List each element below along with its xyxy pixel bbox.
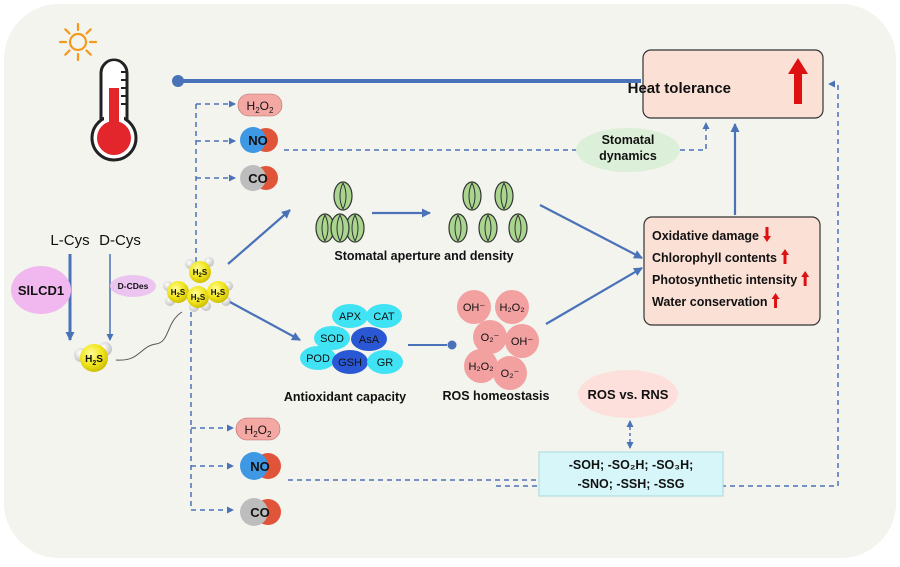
no-molecule-icon: NO: [240, 452, 281, 480]
ros-species-label: O₂⁻: [501, 368, 520, 380]
ros-species: H₂O₂: [495, 290, 529, 324]
effect-label: Photosynthetic intensity: [652, 273, 797, 287]
effect-label: Water conservation: [652, 295, 768, 309]
ros-species: H₂O₂: [464, 349, 498, 383]
l-cys-label: L-Cys: [50, 232, 89, 249]
heat-tolerance-box: Heat tolerance: [628, 49, 824, 119]
co-label-bottom: CO: [250, 505, 270, 520]
effect-label: Oxidative damage: [652, 229, 759, 243]
stoma: [448, 213, 468, 243]
co-molecule-icon: CO: [240, 165, 278, 191]
ros-species: O₂⁻: [473, 320, 507, 354]
dcdes-enzyme: D-CDes: [110, 275, 156, 297]
down-arrow-icon: [763, 227, 771, 242]
h2s-cluster-icon: H2S H2S H2S H2S: [163, 257, 233, 312]
stoma: [494, 181, 514, 211]
co-molecule-icon: CO: [240, 498, 281, 526]
thermometer-icon: [90, 58, 138, 162]
svg-text:H2S: H2S: [191, 293, 206, 304]
d-cys-label: D-Cys: [99, 232, 141, 249]
svg-text:H2O2: H2O2: [245, 423, 272, 439]
enzyme-label: GR: [377, 357, 394, 369]
enzyme-cluster: APX CAT SOD AsA POD GSH GR: [300, 304, 403, 374]
h2s-to-antioxidant-arrow: [229, 301, 301, 341]
ros-to-effects-arrow: [545, 267, 643, 325]
silcd1-enzyme: SlLCD1: [11, 266, 71, 314]
svg-text:H2S: H2S: [85, 354, 103, 367]
h2o2-pill-top: H2O2: [237, 93, 283, 117]
enzyme-sod: SOD: [314, 326, 350, 350]
ros-species-label: H₂O₂: [468, 361, 493, 373]
co-label-top: CO: [248, 171, 268, 186]
connector-curve: [115, 311, 183, 361]
stomata-icon: [315, 181, 365, 243]
effect-label: Chlorophyll contents: [652, 251, 777, 265]
inhibition-line: [172, 75, 641, 87]
stomata-icon: [448, 181, 528, 243]
no-label-bottom: NO: [250, 459, 270, 474]
ros-species-label: H₂O₂: [499, 302, 524, 314]
ptm-line2: -SNO; -SSH; -SSG: [578, 477, 685, 491]
ros-species: OH⁻: [457, 290, 491, 324]
stoma: [345, 213, 365, 243]
enzyme-cat: CAT: [366, 304, 402, 328]
h2s-molecule-icon: H2S: [74, 342, 112, 372]
svg-text:H2S: H2S: [211, 288, 226, 299]
silcd1-label: SlLCD1: [18, 283, 64, 298]
up-arrow-icon: [788, 58, 808, 104]
enzyme-label: CAT: [373, 311, 394, 323]
ros-species-label: OH⁻: [463, 302, 486, 314]
ros-species-label: O₂⁻: [481, 332, 500, 344]
stoma: [333, 181, 353, 211]
enzyme-pod: POD: [300, 346, 336, 370]
no-label-top: NO: [248, 133, 268, 148]
enzyme-label: SOD: [320, 333, 344, 345]
ros-species: OH⁻: [505, 324, 539, 358]
stomata-to-effects-arrow: [539, 204, 643, 259]
enzyme-apx: APX: [332, 304, 368, 328]
stoma: [478, 213, 498, 243]
enzyme-label: AsA: [359, 334, 380, 346]
stoma: [508, 213, 528, 243]
stomatal-dynamics-line2: dynamics: [599, 149, 657, 163]
ros-cluster: OH⁻ H₂O₂ O₂⁻ OH⁻ H₂O₂ O₂⁻: [457, 290, 539, 390]
sun-icon: [58, 22, 98, 62]
heat-tolerance-label: Heat tolerance: [628, 80, 731, 97]
enzyme-label: POD: [306, 353, 330, 365]
up-arrow-icon: [771, 293, 780, 308]
enzyme-gsh: GSH: [332, 350, 368, 374]
stomatal-dynamics-line1: Stomatal: [602, 133, 655, 147]
svg-text:H2S: H2S: [193, 268, 208, 279]
svg-text:H2O2: H2O2: [247, 99, 274, 115]
enzyme-label: APX: [339, 311, 362, 323]
stomatal-dynamics-node: Stomatal dynamics: [576, 128, 680, 172]
h2s-to-stomata-arrow: [227, 209, 291, 265]
up-arrow-icon: [801, 271, 810, 286]
ros-vs-rns-label: ROS vs. RNS: [588, 387, 669, 402]
enzyme-gr: GR: [367, 350, 403, 374]
antioxidant-capacity-label: Antioxidant capacity: [284, 390, 406, 404]
ros-vs-rns-node: ROS vs. RNS: [578, 370, 678, 418]
h2o2-pill-bottom: H2O2: [235, 417, 281, 441]
stoma: [330, 213, 350, 243]
ptm-line1: -SOH; -SO₂H; -SO₃H;: [569, 458, 694, 472]
inhibition-dot: [447, 340, 457, 350]
svg-text:H2S: H2S: [171, 288, 186, 299]
no-molecule-icon: NO: [240, 127, 278, 153]
stomatal-aperture-label: Stomatal aperture and density: [334, 249, 513, 263]
stoma: [462, 181, 482, 211]
ros-species-label: OH⁻: [511, 336, 534, 348]
dcdes-label: D-CDes: [118, 281, 149, 291]
ros-species: O₂⁻: [493, 356, 527, 390]
enzyme-asa: AsA: [351, 327, 387, 351]
left-dashed-connectors: [190, 100, 236, 514]
enzyme-label: GSH: [338, 357, 362, 369]
up-arrow-icon: [781, 249, 789, 264]
ptm-box: -SOH; -SO₂H; -SO₃H; -SNO; -SSH; -SSG: [538, 451, 724, 497]
ros-homeostasis-label: ROS homeostasis: [443, 389, 550, 403]
